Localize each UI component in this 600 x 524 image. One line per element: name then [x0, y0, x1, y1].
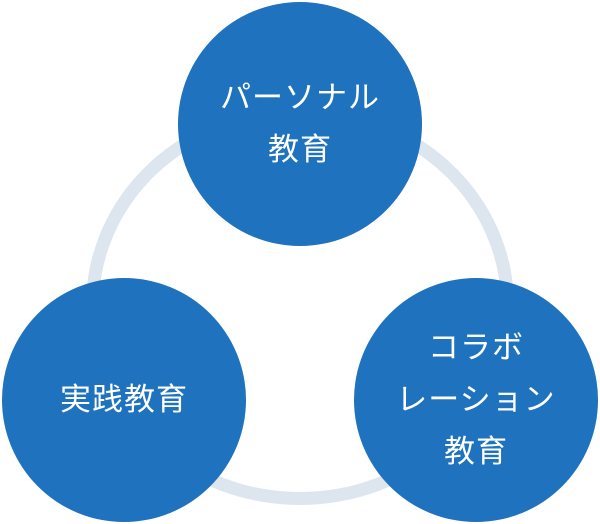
node-personal-education: パーソナル 教育	[178, 2, 422, 246]
node-label-line: 教育	[443, 434, 508, 470]
node-collaboration-education: コラボ レーション 教育	[354, 278, 598, 522]
node-label-line: 教育	[268, 132, 332, 168]
node-collaboration-education-label: コラボ レーション 教育	[396, 322, 555, 478]
node-practical-education-label: 実践教育	[60, 374, 188, 426]
node-label-line: コラボ	[427, 330, 524, 366]
node-label-line: パーソナル	[220, 80, 380, 116]
node-label-line: レーション	[396, 382, 556, 418]
node-label-line: 実践教育	[60, 382, 188, 418]
node-personal-education-label: パーソナル 教育	[220, 72, 380, 176]
node-practical-education: 実践教育	[2, 278, 246, 522]
